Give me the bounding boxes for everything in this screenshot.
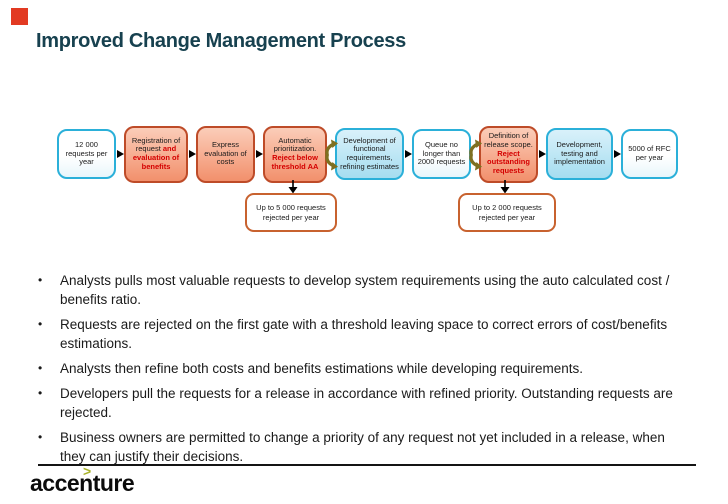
step-text: 5000 of RFC per year: [628, 144, 671, 162]
arrow-down-icon: [288, 180, 298, 194]
step-text: Automatic prioritization. Reject below t…: [271, 135, 319, 171]
accenture-logo-text: accenture: [30, 470, 135, 496]
bullet-icon: •: [38, 386, 43, 400]
step-release-scope: Definition of release scope. Reject outs…: [479, 125, 538, 183]
process-flow: 12 000 requests per year Registration of…: [57, 124, 678, 184]
arrow-right-icon: [188, 150, 196, 158]
step-rfc-output: 5000 of RFC per year: [621, 129, 678, 179]
step-text: Definition of release scope. Reject outs…: [484, 131, 533, 175]
footer-divider: [38, 464, 696, 466]
bullet-icon: •: [38, 317, 43, 331]
arrow-right-icon: [255, 150, 263, 158]
rejected-requests-note-right: Up to 2 000 requests rejected per year: [458, 193, 556, 232]
bullet-item: •Analysts then refine both costs and ben…: [38, 361, 584, 376]
step-development-testing: Development, testing and implementation: [546, 128, 613, 180]
bullet-item: •Analysts pulls most valuable requests t…: [38, 273, 670, 307]
step-text: Development of functional requirements, …: [340, 135, 399, 171]
bullet-list: •Analysts pulls most valuable requests t…: [36, 271, 694, 472]
step-text: Express evaluation of costs: [204, 140, 247, 167]
step-queue: Queue no longer than 2000 requests: [412, 129, 471, 179]
arrow-right-icon: [613, 150, 621, 158]
corner-red-square: [11, 8, 28, 25]
arrow-right-icon: [116, 150, 124, 158]
slide-title: Improved Change Management Process: [36, 30, 406, 52]
step-incoming-requests: 12 000 requests per year: [57, 129, 116, 179]
bullet-icon: •: [38, 273, 43, 287]
step-registration-evaluation: Registration of request and evaluation o…: [124, 125, 188, 183]
step-text: Queue no longer than 2000 requests: [417, 140, 466, 167]
step-text: Registration of request and evaluation o…: [131, 135, 181, 171]
bullet-item: •Requests are rejected on the first gate…: [38, 317, 668, 351]
arrow-right-icon: [404, 150, 412, 158]
accenture-logo: > accenture: [30, 463, 135, 497]
step-text: 12 000 requests per year: [65, 140, 108, 167]
bullet-icon: •: [38, 361, 43, 375]
bullet-icon: •: [38, 430, 43, 444]
bullet-item: •Developers pull the requests for a rele…: [38, 386, 673, 420]
accenture-caret-icon: >: [83, 463, 92, 479]
step-automatic-prioritization: Automatic prioritization. Reject below t…: [263, 125, 327, 183]
step-text: Development, testing and implementation: [554, 140, 605, 167]
rejected-requests-note-left: Up to 5 000 requests rejected per year: [245, 193, 337, 232]
arrow-down-icon: [500, 180, 510, 194]
step-express-evaluation: Express evaluation of costs: [196, 125, 255, 183]
bullet-item: •Business owners are permitted to change…: [38, 430, 665, 464]
step-develop-requirements: Development of functional requirements, …: [335, 128, 404, 180]
arrow-right-icon: [538, 150, 546, 158]
